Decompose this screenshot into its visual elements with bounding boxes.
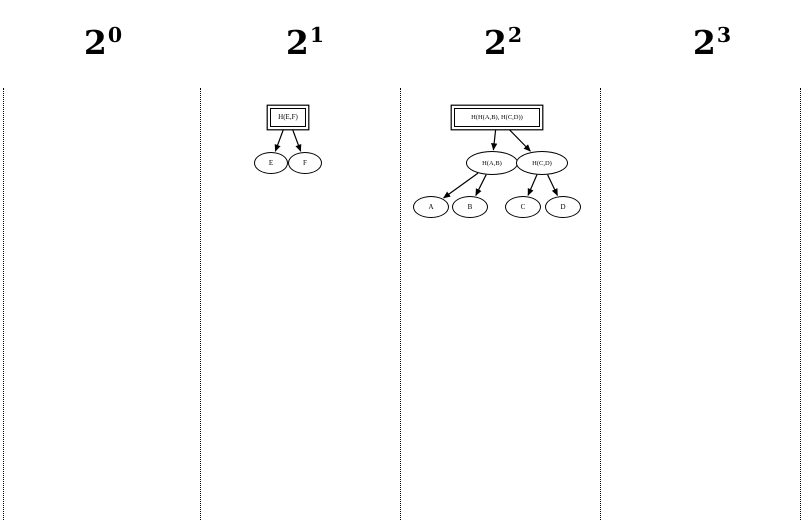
tree-node-h-a-b: H(A,B) bbox=[466, 151, 518, 175]
tree-node-f: F bbox=[288, 152, 322, 174]
tree-edge-h-h-a-b-h-c-d-to-h-a-b bbox=[491, 128, 498, 151]
column-label-base: 2 bbox=[83, 23, 107, 62]
column-label-base: 2 bbox=[692, 23, 716, 62]
column-label-exponent: 3 bbox=[716, 23, 732, 47]
column-divider-1 bbox=[200, 88, 201, 520]
column-label-2-pow-0: 20 bbox=[43, 23, 163, 62]
tree-node-e: E bbox=[254, 152, 288, 174]
tree-node-label: H(E,F) bbox=[278, 113, 298, 121]
column-label-exponent: 1 bbox=[309, 23, 325, 47]
column-divider-3 bbox=[600, 88, 601, 520]
column-divider-4 bbox=[800, 88, 801, 520]
tree-node-label: D bbox=[560, 203, 566, 211]
tree-node-c: C bbox=[505, 196, 541, 218]
column-label-base: 2 bbox=[285, 23, 309, 62]
tree-node-label: H(C,D) bbox=[532, 159, 552, 167]
tree-edge-h-a-b-to-a bbox=[443, 172, 479, 199]
tree-node-h-e-f: H(E,F) bbox=[270, 107, 306, 127]
tree-edge-h-h-a-b-h-c-d-to-h-c-d bbox=[507, 128, 531, 152]
tree-node-label: H(A,B) bbox=[482, 159, 502, 167]
tree-node-label: B bbox=[467, 203, 473, 211]
column-label-2-pow-3: 23 bbox=[652, 23, 772, 62]
column-divider-2 bbox=[400, 88, 401, 520]
tree-edge-h-c-d-to-c bbox=[527, 174, 538, 196]
tree-node-h-h-a-b-h-c-d: H(H(A,B), H(C,D)) bbox=[454, 107, 540, 127]
tree-node-label: H(H(A,B), H(C,D)) bbox=[471, 113, 523, 121]
tree-node-label: A bbox=[428, 203, 434, 211]
tree-node-b: B bbox=[452, 196, 488, 218]
column-divider-0 bbox=[3, 88, 4, 520]
tree-edge-h-e-f-to-e bbox=[274, 128, 285, 152]
column-label-exponent: 0 bbox=[107, 23, 123, 47]
tree-node-label: C bbox=[520, 203, 526, 211]
column-label-exponent: 2 bbox=[507, 23, 523, 47]
column-label-base: 2 bbox=[483, 23, 507, 62]
tree-edge-h-c-d-to-d bbox=[547, 174, 559, 196]
tree-edge-h-e-f-to-f bbox=[291, 128, 302, 152]
column-label-2-pow-2: 22 bbox=[443, 23, 563, 62]
tree-node-d: D bbox=[545, 196, 581, 218]
column-label-2-pow-1: 21 bbox=[245, 23, 365, 62]
tree-node-h-c-d: H(C,D) bbox=[516, 151, 568, 175]
tree-node-a: A bbox=[413, 196, 449, 218]
tree-edge-h-a-b-to-b bbox=[475, 174, 487, 196]
tree-node-label: E bbox=[268, 159, 274, 167]
tree-node-label: F bbox=[303, 159, 307, 167]
